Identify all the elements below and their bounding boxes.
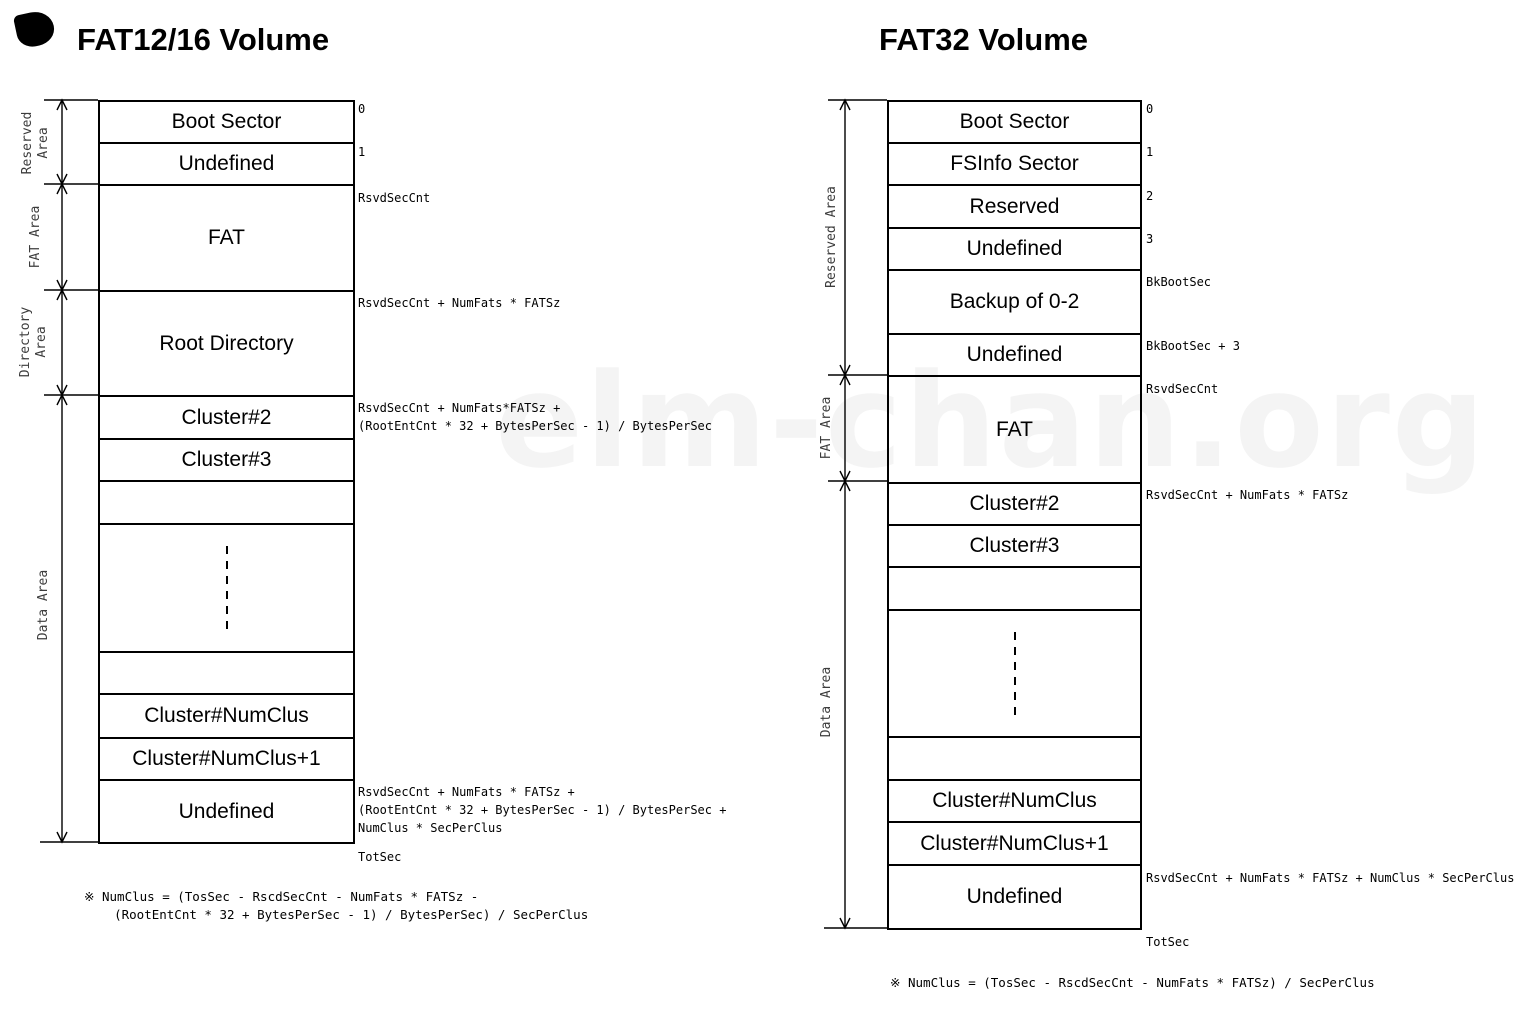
- numclus-note-1216: ※ NumClus = (TosSec - RscdSecCnt - NumFa…: [84, 889, 589, 922]
- fat32-row-reserved: Reserved: [887, 184, 1142, 229]
- fat1216-row-boot-sector: Boot Sector: [98, 100, 355, 144]
- fat32-row-fsinfo-sector: FSInfo Sector: [887, 142, 1142, 186]
- fat32-row-cluster-numclus: Cluster#NumClus: [887, 779, 1142, 823]
- fat1216-row-cluster-numclus1: Cluster#NumClus+1: [98, 737, 355, 781]
- offset-label: BkBootSec + 3: [1146, 339, 1240, 353]
- fat1216-row-gap-2: [98, 651, 355, 695]
- area-label-data-32: Data Area: [819, 666, 834, 738]
- area-label-fat-32: FAT Area: [819, 396, 834, 460]
- offset-label: RsvdSecCnt + NumFats * FATSz + (RootEntC…: [358, 785, 727, 835]
- fat32-row-undefined-2: Undefined: [887, 333, 1142, 377]
- offset-label: RsvdSecCnt: [1146, 382, 1219, 396]
- offset-label: 0: [1146, 102, 1154, 116]
- offset-label: TotSec: [358, 850, 402, 864]
- offset-label: 1: [358, 145, 366, 159]
- area-label-fat-1216: FAT Area: [28, 205, 43, 269]
- offset-label: 0: [358, 102, 366, 116]
- fat1216-row-undefined-1: Undefined: [98, 142, 355, 186]
- fat32-row-undefined-3: Undefined: [887, 864, 1142, 930]
- fat32-row-cluster-numclus1: Cluster#NumClus+1: [887, 821, 1142, 866]
- fat32-row-cluster3: Cluster#3: [887, 524, 1142, 568]
- offset-label: RsvdSecCnt + NumFats*FATSz + (RootEntCnt…: [358, 401, 713, 433]
- area-label-data-1216: Data Area: [36, 569, 51, 641]
- offset-label: 1: [1146, 145, 1154, 159]
- fat1216-row-cluster2: Cluster#2: [98, 395, 355, 440]
- fat32-row-gap-1: [887, 566, 1142, 611]
- fat32-row-fat: FAT: [887, 375, 1142, 484]
- fat1216-row-undefined-2: Undefined: [98, 779, 355, 844]
- area-label-reserved-32: Reserved Area: [824, 186, 839, 288]
- fat32-row-undefined-1: Undefined: [887, 227, 1142, 271]
- fat32-row-cluster2: Cluster#2: [887, 482, 1142, 526]
- numclus-note-32: ※ NumClus = (TosSec - RscdSecCnt - NumFa…: [890, 975, 1375, 990]
- offset-label: RsvdSecCnt + NumFats * FATSz: [358, 296, 561, 310]
- fat1216-row-gap-1: [98, 480, 355, 525]
- fat1216-row-root-directory: Root Directory: [98, 290, 355, 397]
- fat1216-row-cluster3: Cluster#3: [98, 438, 355, 482]
- fat32-row-ellipsis: [887, 609, 1142, 738]
- fat32-title: FAT32 Volume: [879, 22, 1089, 57]
- fat32-row-backup: Backup of 0-2: [887, 269, 1142, 335]
- offset-label: RsvdSecCnt + NumFats * FATSz: [1146, 488, 1349, 502]
- area-label-reserved-1216: Reserved Area: [20, 111, 51, 175]
- offset-label: RsvdSecCnt + NumFats * FATSz + NumClus *…: [1146, 871, 1515, 885]
- ellipsis-dashes-1216: [225, 546, 228, 630]
- fat1216-title: FAT12/16 Volume: [77, 22, 330, 57]
- ellipsis-dashes-32: [1013, 631, 1016, 716]
- offset-label: BkBootSec: [1146, 275, 1212, 289]
- fat32-row-gap-2: [887, 736, 1142, 781]
- offset-label: 3: [1146, 232, 1154, 246]
- fat1216-row-fat: FAT: [98, 184, 355, 292]
- fat32-row-boot-sector: Boot Sector: [887, 100, 1142, 144]
- fat1216-row-ellipsis: [98, 523, 355, 653]
- fat1216-row-cluster-numclus: Cluster#NumClus: [98, 693, 355, 739]
- offset-label: RsvdSecCnt: [358, 191, 431, 205]
- corner-artifact-blob: [12, 8, 58, 50]
- area-label-directory-1216: Directory Area: [18, 306, 49, 378]
- offset-label: 2: [1146, 189, 1154, 203]
- offset-label: TotSec: [1146, 935, 1190, 949]
